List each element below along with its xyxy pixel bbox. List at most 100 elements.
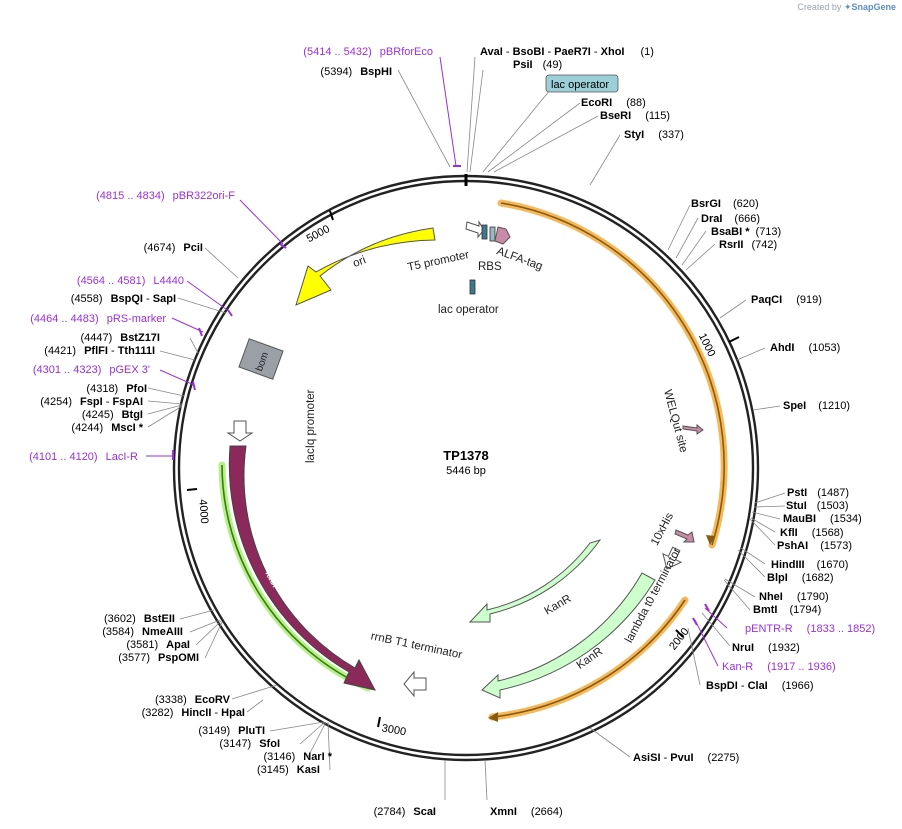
enzyme-label-kasi[interactable]: (3145)KasI: [257, 764, 320, 776]
enzyme-label-bsrgi[interactable]: BsrGI(620): [691, 198, 759, 210]
kanr-label-1: KanR: [543, 593, 574, 618]
orf-arc-kan-arrowhead: [488, 712, 498, 722]
enzyme-label-clai[interactable]: BspDI - ClaI(1966): [706, 680, 814, 692]
enzyme-label-ecori[interactable]: EcoRI(88): [581, 97, 646, 109]
enzyme-label-nhei[interactable]: NheI(1790): [759, 591, 829, 603]
orf-arc-main: [500, 202, 725, 546]
kanr-arrow-1[interactable]: [468, 539, 602, 623]
lambda-t0-terminator-arrow[interactable]: [658, 545, 685, 573]
plasmid-size: 5446 bp: [446, 465, 486, 477]
enzyme-label-bmti[interactable]: BmtI(1794): [753, 604, 821, 616]
enzyme-label-nmeaiii[interactable]: (3584)NmeAIII: [102, 626, 183, 638]
laci-arrow[interactable]: [228, 445, 376, 691]
his-tag-arrow[interactable]: [674, 529, 695, 543]
orf-arc-main-arrowhead: [706, 535, 715, 545]
primer-label-pbrforeco[interactable]: (5414 .. 5432)pBRforEco: [303, 46, 433, 58]
kanr-arrow-2[interactable]: [481, 572, 656, 699]
laci-arc: [221, 464, 369, 689]
enzyme-label-hpai[interactable]: (3282)HincII - HpaI: [142, 707, 245, 719]
enzyme-label-pshai[interactable]: PshAI(1573): [777, 540, 852, 552]
enzyme-label-spei[interactable]: SpeI(1210): [783, 400, 850, 412]
primer-label-l4440[interactable]: (4564 .. 4581)L4440: [77, 275, 184, 287]
tick-2000: [675, 629, 684, 638]
enzyme-label-fspai[interactable]: (4254)FspI - FspAI: [40, 396, 143, 408]
enzyme-label-xmni[interactable]: XmnI(2664): [490, 806, 563, 818]
alfa-tag-arrow[interactable]: [494, 226, 511, 245]
enzyme-label-bstz17i[interactable]: (4447)BstZ17I: [80, 332, 160, 344]
enzyme-label-paqci[interactable]: PaqCI(919): [751, 294, 822, 306]
enzyme-label-sapi[interactable]: (4558)BspQI - SapI: [71, 293, 176, 305]
welqut-site-arrow[interactable]: [682, 423, 704, 435]
primer-label-pgex-3[interactable]: (4301 .. 4323)pGEX 3': [33, 364, 150, 376]
enzyme-label-bsabi[interactable]: BsaBI *(713): [711, 226, 781, 238]
enzyme-label-pspomi[interactable]: (3577)PspOMI: [118, 652, 199, 664]
enzyme-label-pcii[interactable]: (4674)PciI: [144, 242, 203, 254]
primer-label-kan-r[interactable]: Kan-R(1917 .. 1936): [722, 661, 836, 673]
tick-label-3000: 3000: [381, 722, 407, 738]
primer-label-pentr-r[interactable]: pENTR-R(1833 .. 1852): [745, 623, 875, 635]
rrnb-t1-terminator-label: rrnB T1 terminator: [370, 630, 464, 661]
laciq-promoter-arrow[interactable]: [226, 420, 254, 442]
lac-operator-inner-label: lac operator: [438, 304, 499, 316]
rbs-box[interactable]: [489, 226, 496, 242]
lac-operator-box-top[interactable]: [481, 224, 488, 240]
orf-arcs: [218, 199, 728, 722]
lac-operator-label-box[interactable]: [545, 74, 619, 93]
enzyme-label-styi[interactable]: StyI(337): [624, 129, 684, 141]
tick-label-5000: 5000: [305, 223, 332, 245]
t5-promoter-label: T5 promoter: [407, 249, 471, 274]
enzyme-label-kfli[interactable]: KflI(1568): [780, 527, 844, 539]
enzyme-label-psti[interactable]: PstI(1487): [787, 487, 849, 499]
t5-promoter-arrow[interactable]: [465, 220, 485, 239]
snapgene-logo-icon: ✦: [843, 2, 852, 12]
primer-labels: (5414 .. 5432)pBRforEco (4815 .. 4834)pB…: [29, 46, 875, 673]
enzyme-label-bsphi[interactable]: (5394)BspHI: [320, 66, 392, 78]
lac-operator-boxed-label: lac operator: [551, 79, 609, 91]
primer-marks: [172, 165, 710, 626]
primer-leader-lines: [146, 56, 728, 667]
welqut-site-label: WELQut site: [661, 388, 689, 453]
enzyme-label-blpi[interactable]: BlpI(1682): [767, 572, 834, 584]
laciq-promoter-label: lacIq promoter: [305, 389, 317, 463]
enzyme-label-btgi[interactable]: (4245)BtgI: [82, 409, 143, 421]
his-tag-label: 10xHis: [649, 511, 676, 548]
enzyme-label-msci[interactable]: (4244)MscI *: [71, 422, 143, 434]
enzyme-label-ahdi[interactable]: AhdI(1053): [770, 342, 840, 354]
primer-label-laci-r[interactable]: (4101 .. 4120)LacI-R: [29, 451, 138, 463]
enzyme-label-nari[interactable]: (3146)NarI *: [263, 751, 332, 763]
orf-arc-main-highlight: [497, 199, 728, 549]
enzyme-label-tth111i[interactable]: (4421)PflFI - Tth111I: [44, 345, 155, 357]
leader-lines: [147, 56, 786, 801]
primer-label-prs-marker[interactable]: (4464 .. 4483)pRS-marker: [30, 313, 166, 325]
lac-operator-box-inner[interactable]: [469, 279, 476, 295]
enzyme-label-drai[interactable]: DraI(666): [701, 213, 760, 225]
enzyme-label-apai[interactable]: (3581)ApaI: [126, 639, 190, 651]
primer-label-pbr322ori-f[interactable]: (4815 .. 4834)pBR322ori-F: [96, 190, 235, 202]
enzyme-label-bseri[interactable]: BseRI(115): [600, 110, 670, 122]
tick-label-4000: 4000: [196, 499, 210, 524]
enzyme-label-hindiii[interactable]: HindIII(1670): [771, 559, 848, 571]
rbs-label: RBS: [478, 261, 502, 273]
rrnb-t1-terminator-arrow[interactable]: [403, 670, 427, 698]
enzyme-label-maubi[interactable]: MauBI(1534): [783, 513, 862, 525]
tick-1000: [728, 336, 740, 343]
tick-5000: [329, 210, 334, 221]
enzyme-label-pluti[interactable]: (3149)PluTI: [198, 725, 265, 737]
enzyme-label-xhoi[interactable]: AvaI - BsoBI - PaeR7I - XhoI(1): [480, 46, 654, 58]
enzyme-label-psii[interactable]: PsiI(49): [513, 59, 562, 71]
enzyme-label-bsteii[interactable]: (3602)BstEII: [104, 613, 175, 625]
bom-box[interactable]: [238, 338, 284, 380]
ori-arrow[interactable]: [295, 227, 436, 306]
orf-arc-kan: [491, 599, 686, 718]
credit-prefix: Created by: [797, 2, 842, 12]
enzyme-label-rsrii[interactable]: RsrII(742): [719, 239, 777, 251]
enzyme-label-scai[interactable]: (2784)ScaI: [374, 806, 436, 818]
enzyme-label-nrui[interactable]: NruI(1932): [732, 642, 800, 654]
enzyme-label-pfoi[interactable]: (4318)PfoI: [86, 383, 147, 395]
enzyme-label-stui[interactable]: StuI(1503): [786, 500, 849, 512]
snapgene-credit: Created by ✦SnapGene: [797, 2, 896, 13]
enzyme-label-sfoi[interactable]: (3147)SfoI: [219, 738, 280, 750]
enzyme-label-ecorv[interactable]: (3338)EcoRV: [155, 694, 231, 706]
enzyme-label-pvui[interactable]: AsiSI - PvuI(2275): [633, 752, 739, 764]
